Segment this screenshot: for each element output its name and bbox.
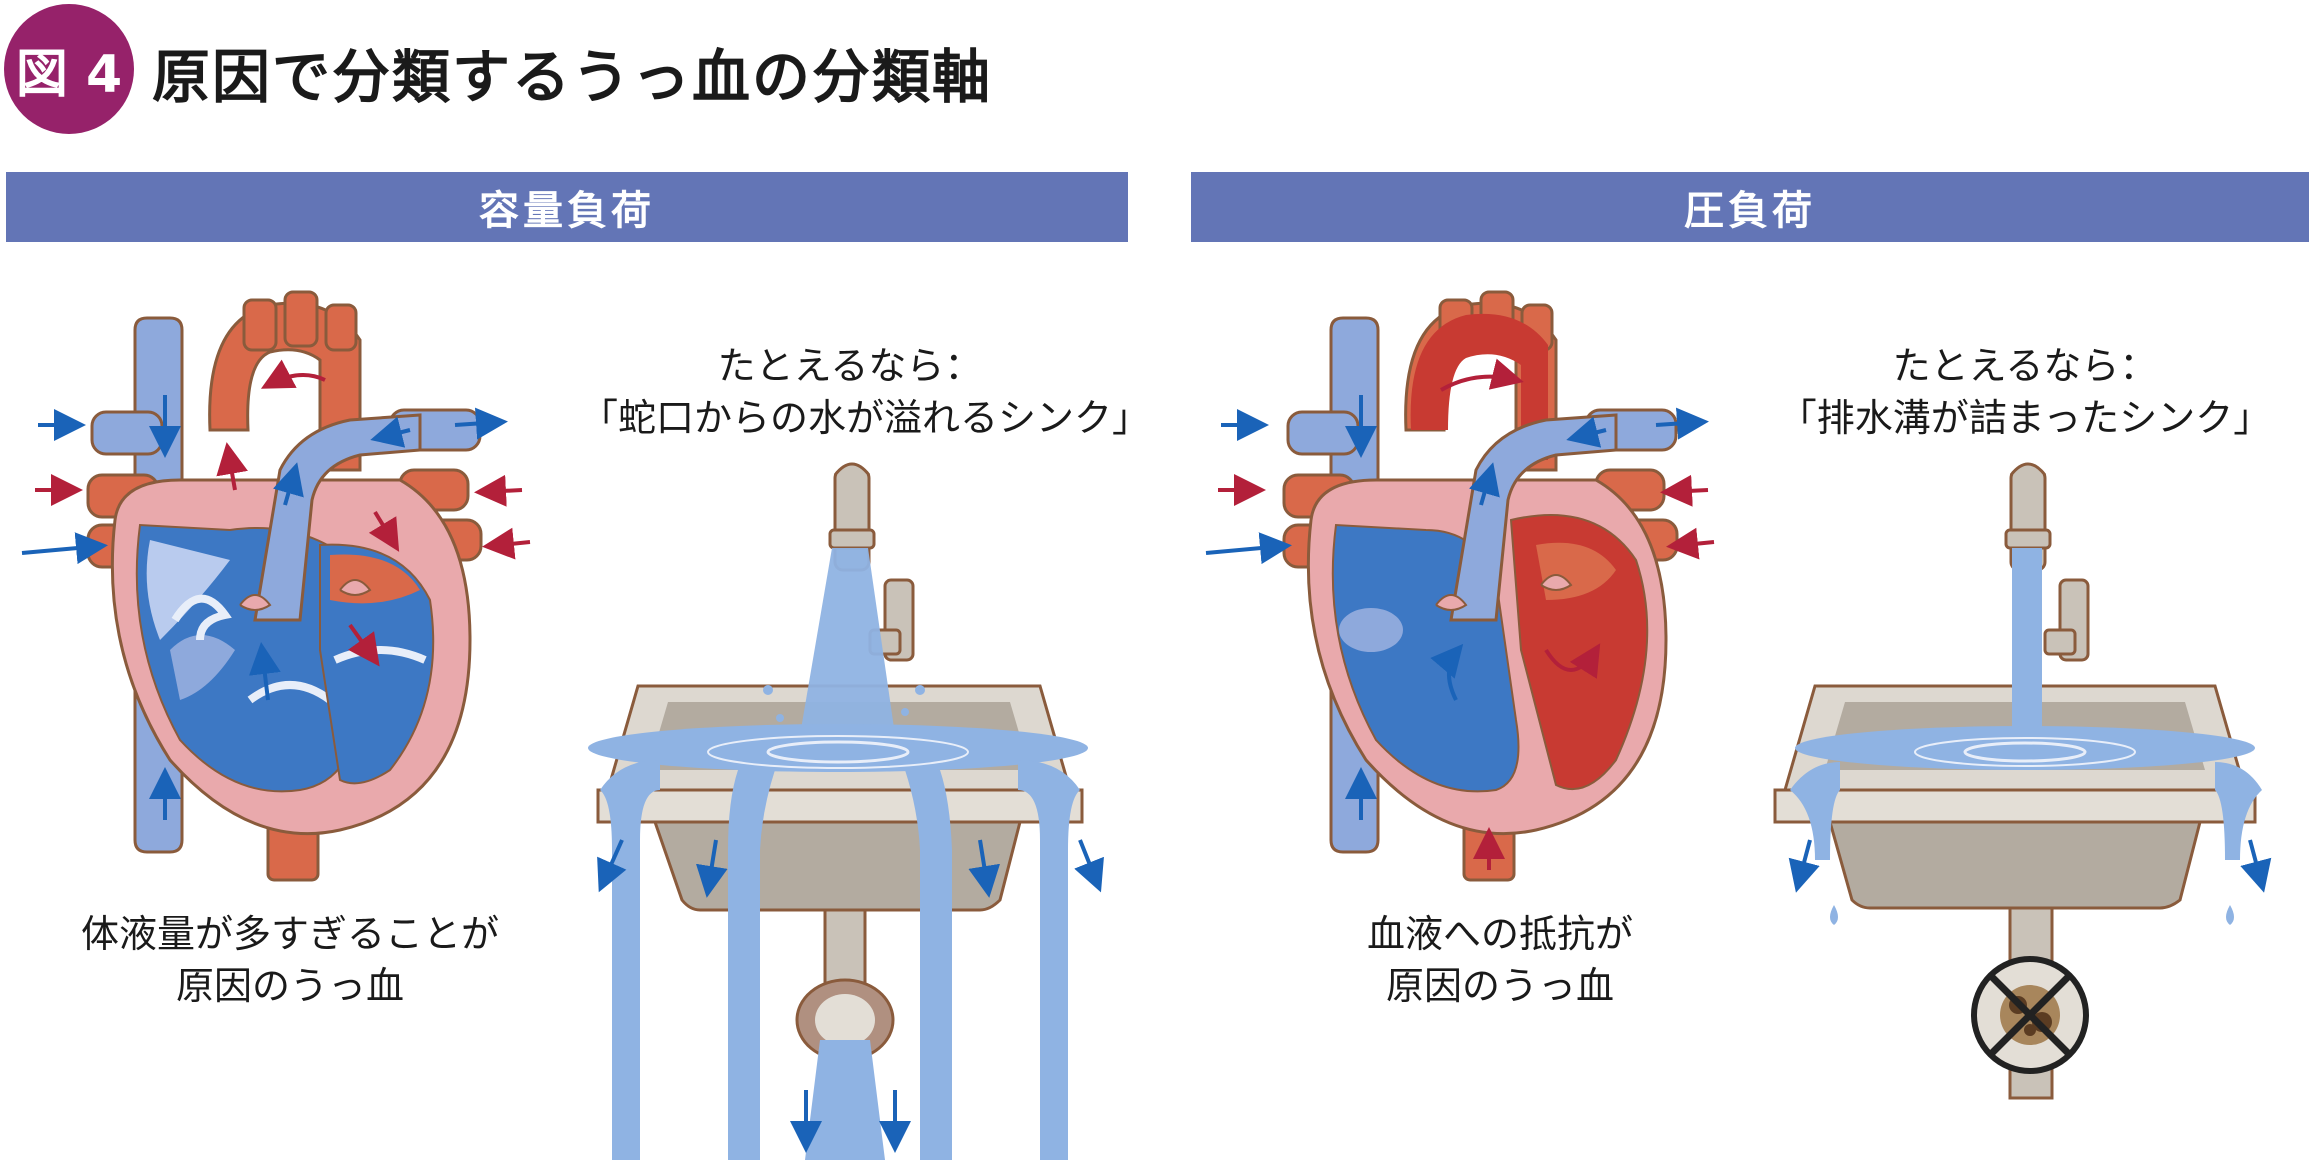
figure-title: 原因で分類するうっ血の分類軸 <box>152 43 993 111</box>
panel-header-volume-load: 容量負荷 <box>6 172 1128 242</box>
sink-illustration-overflowing <box>588 462 1104 1160</box>
cause-line-1: 血液への抵抗が <box>1366 912 1633 956</box>
cause-line-2: 原因のうっ血 <box>175 964 404 1008</box>
heart-illustration-pressure-load <box>1205 290 1715 882</box>
analogy-description-text: 「排水溝が詰まったシンク」 <box>1778 396 2272 440</box>
analogy-caption-volume: たとえるなら： 「蛇口からの水が溢れるシンク」 <box>580 340 1151 444</box>
analogy-description-text: 「蛇口からの水が溢れるシンク」 <box>580 396 1151 440</box>
cause-line-2: 原因のうっ血 <box>1385 964 1614 1008</box>
clogged-drain-icon <box>1971 956 2089 1074</box>
cause-caption-pressure: 血液への抵抗が 原因のうっ血 <box>1310 908 1690 1012</box>
heart-illustration-volume-load <box>21 290 531 882</box>
figure-number-badge: 図 4 <box>4 4 134 134</box>
cause-line-1: 体液量が多すぎることが <box>80 912 499 956</box>
panel-header-pressure-load: 圧負荷 <box>1191 172 2309 242</box>
sink-illustration-clogged <box>1773 462 2272 1100</box>
cause-caption-volume: 体液量が多すぎることが 原因のうっ血 <box>50 908 530 1012</box>
analogy-intro-text: たとえるなら： <box>717 344 983 388</box>
analogy-intro-text: たとえるなら： <box>1892 344 2158 388</box>
analogy-caption-pressure: たとえるなら： 「排水溝が詰まったシンク」 <box>1770 340 2280 444</box>
